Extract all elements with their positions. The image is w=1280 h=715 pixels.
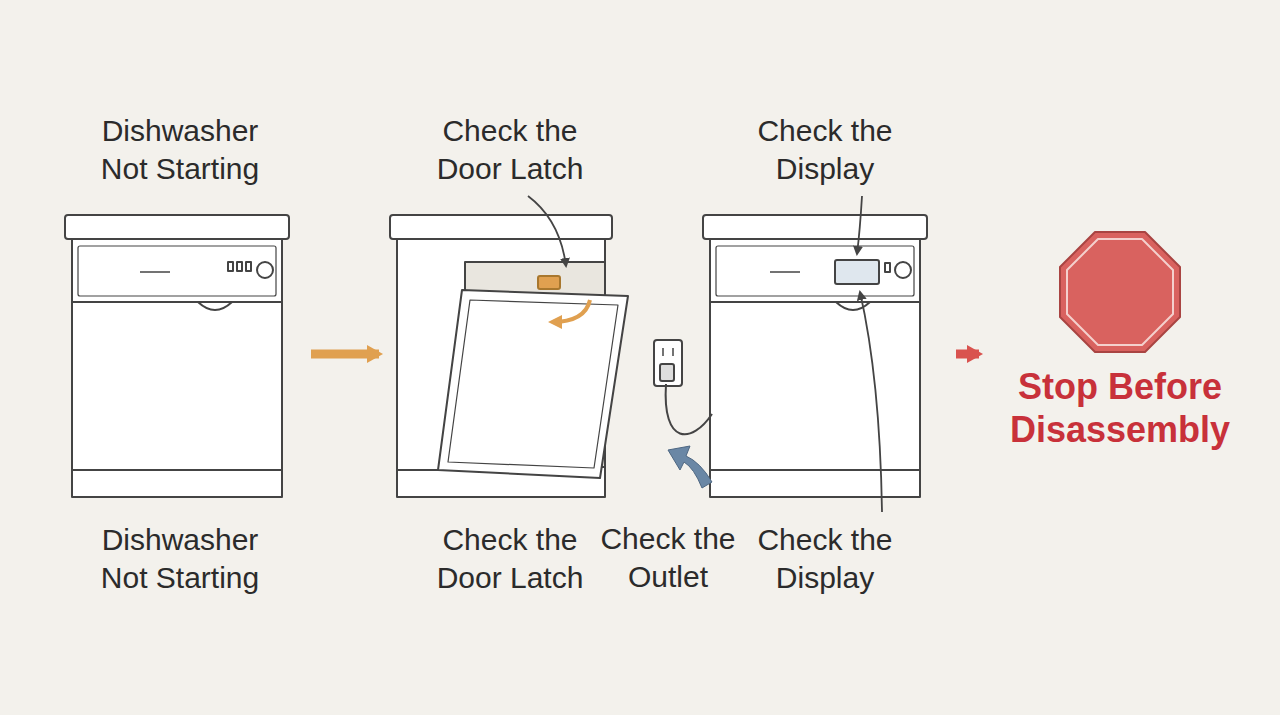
step-label: Check the Display xyxy=(730,112,920,187)
dishwasher-figure xyxy=(65,215,289,497)
leader-arrow xyxy=(528,196,566,266)
step-label: Dishwasher Not Starting xyxy=(85,521,275,596)
step-node: Check the Outlet xyxy=(598,336,738,595)
step-node: Stop Before Disassembly xyxy=(985,230,1255,451)
illustration-area xyxy=(710,209,940,499)
power-cord xyxy=(666,384,712,434)
step-label: Check the Outlet xyxy=(598,520,738,595)
step-label: Stop Before Disassembly xyxy=(990,365,1250,451)
dishwasher-figure xyxy=(703,215,927,497)
flow-arrow xyxy=(311,350,379,359)
illustration-area xyxy=(598,336,738,508)
step-node: Check the Door LatchCheck the Door Latch xyxy=(385,112,635,596)
stop-sign xyxy=(1060,232,1180,352)
step-label: Dishwasher Not Starting xyxy=(85,112,275,187)
step-label: Check the Door Latch xyxy=(415,521,605,596)
leader-arrow xyxy=(860,292,882,512)
dishwasher-figure xyxy=(390,215,628,497)
illustration-area xyxy=(395,209,625,499)
illustration-area xyxy=(1055,230,1185,355)
step-node: Check the DisplayCheck the Display xyxy=(700,112,950,596)
wall-outlet xyxy=(654,340,682,386)
step-node: Dishwasher Not StartingDishwasher Not St… xyxy=(55,112,305,596)
illustration-area xyxy=(65,209,295,499)
flow-arrow xyxy=(956,350,979,359)
pointer-arrow xyxy=(668,446,712,488)
step-label: Check the Door Latch xyxy=(415,112,605,187)
leader-arrow xyxy=(857,196,862,254)
step-label: Check the Display xyxy=(730,521,920,596)
